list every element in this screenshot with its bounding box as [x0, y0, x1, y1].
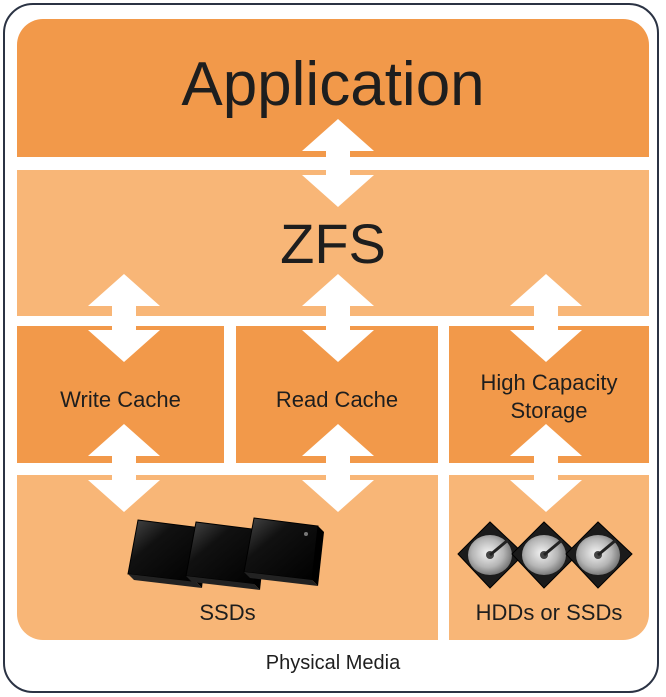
write-cache-label: Write Cache: [60, 387, 181, 412]
hard-disk-icon-1: [457, 521, 525, 589]
storage-label: Storage: [510, 398, 588, 423]
zfs-label: ZFS: [280, 212, 386, 275]
physical-media-label: Physical Media: [265, 652, 401, 674]
hard-disk-icon-3: [565, 521, 633, 589]
read-cache-label: Read Cache: [275, 387, 399, 412]
ssds-label: SSDs: [199, 600, 256, 625]
application-label: Application: [181, 50, 485, 119]
high-capacity-label: High Capacity: [480, 370, 618, 395]
ssd-drive-icon-3: [243, 517, 324, 586]
hdds-or-ssds-label: HDDs or SSDs: [475, 600, 623, 625]
